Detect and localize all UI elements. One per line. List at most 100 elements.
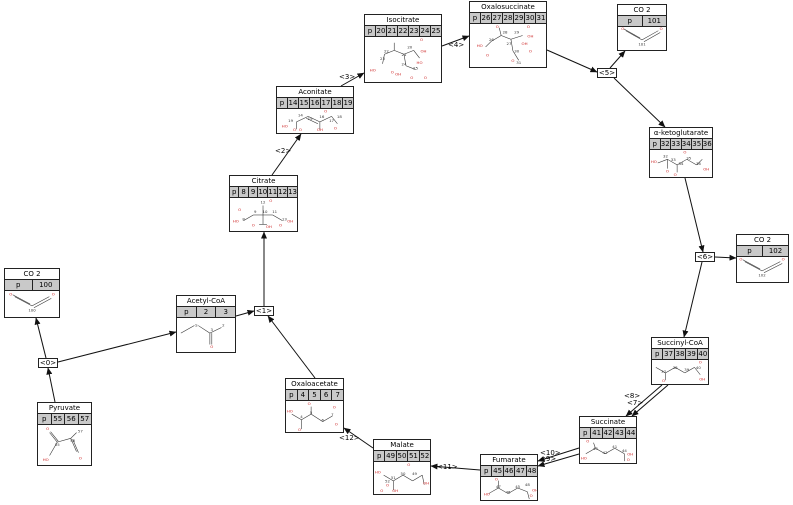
bond-line xyxy=(485,40,492,48)
reaction-1[interactable]: <1> xyxy=(254,306,274,316)
atom-label: O xyxy=(496,24,499,29)
atom-label: O xyxy=(530,494,533,498)
bond-line xyxy=(686,159,697,166)
bond-line xyxy=(742,259,761,270)
id-cell: 37 xyxy=(664,349,675,359)
id-cell: 5 xyxy=(309,390,321,400)
atom-label: 14 xyxy=(298,112,304,117)
atom-label: OH xyxy=(703,167,709,172)
bond-line xyxy=(501,35,512,40)
id-cell: 27 xyxy=(492,13,503,23)
atom-label: O xyxy=(210,344,213,349)
compound-name: CO 2 xyxy=(618,5,666,16)
atom-label: OH xyxy=(423,481,429,486)
id-cell: 24 xyxy=(420,26,431,36)
bond-line xyxy=(14,296,33,307)
atom-label: 42 xyxy=(603,451,609,455)
atom-label: O xyxy=(662,379,665,383)
bond-line xyxy=(667,159,678,166)
id-cell: 13 xyxy=(288,188,297,196)
bond-line xyxy=(625,30,643,41)
compound-fumarate[interactable]: Fumarate p 45 46 47 48 47464548HOOOOH xyxy=(480,454,538,501)
atom-label: 32 xyxy=(663,154,669,159)
reaction-6[interactable]: <6> xyxy=(695,252,715,262)
e-pyr-r0 xyxy=(46,367,56,403)
atom-id-row: p 41 42 43 44 xyxy=(580,428,636,439)
atom-label: O xyxy=(782,258,785,262)
id-cell: 9 xyxy=(249,187,259,197)
atom-label: O xyxy=(334,125,337,130)
compound-name: Succinyl-CoA xyxy=(652,338,708,349)
id-cell: 57 xyxy=(80,415,90,423)
atom-label: OH xyxy=(699,377,705,381)
atom-label: HO xyxy=(233,219,239,224)
compound-name: Acetyl-CoA xyxy=(177,296,235,307)
atom-label: 43 xyxy=(593,447,599,451)
atom-label: OH xyxy=(317,127,323,132)
id-cell: 49 xyxy=(386,451,397,461)
atom-label: O xyxy=(333,405,336,410)
atom-label: 26 xyxy=(489,37,495,42)
atom-label: 27 xyxy=(506,41,512,46)
id-cell: p xyxy=(580,428,592,438)
id-cell: 10 xyxy=(258,187,269,197)
id-cell: 21 xyxy=(387,26,398,36)
atom-label: HO xyxy=(484,492,490,496)
reaction-5[interactable]: <5> xyxy=(597,68,617,78)
id-cell: 56 xyxy=(65,414,79,424)
atom-label: 46 xyxy=(506,491,512,495)
atom-label: 52 xyxy=(385,479,390,484)
atom-label: O xyxy=(410,75,413,80)
atom-label: O xyxy=(46,426,49,431)
bond-line xyxy=(57,438,71,443)
bond-line xyxy=(31,296,50,307)
bond-line xyxy=(403,50,414,55)
bond-line xyxy=(198,325,211,334)
atom-id-row: p 32 33 34 35 36 xyxy=(650,139,712,150)
bond-line xyxy=(33,298,52,308)
atom-label: O xyxy=(9,292,12,297)
reaction-11-label: <11> xyxy=(437,463,458,471)
e-r5-akg xyxy=(613,77,666,128)
id-cell: p xyxy=(618,16,643,26)
id-cell: 34 xyxy=(681,139,692,149)
id-cell: 15 xyxy=(299,98,310,108)
atom-label: OH xyxy=(532,489,537,493)
atom-label: 3 xyxy=(211,327,214,332)
atom-label: 18 xyxy=(337,114,343,119)
bond-line xyxy=(507,487,518,494)
reaction-2-label: <2> xyxy=(275,147,292,155)
bond-line xyxy=(291,413,302,421)
atom-label: 44 xyxy=(622,449,628,453)
atom-label: 16 xyxy=(319,114,325,119)
atom-label: O xyxy=(324,109,327,114)
reaction-0[interactable]: <0> xyxy=(38,358,58,368)
id-cell: 43 xyxy=(614,428,626,438)
id-cell: 29 xyxy=(514,13,525,23)
atom-label: 11 xyxy=(272,209,278,214)
bond-line xyxy=(684,367,695,374)
atom-label: 39 xyxy=(684,368,690,372)
id-cell: p xyxy=(374,451,386,461)
atom-label: 31 xyxy=(516,60,522,65)
